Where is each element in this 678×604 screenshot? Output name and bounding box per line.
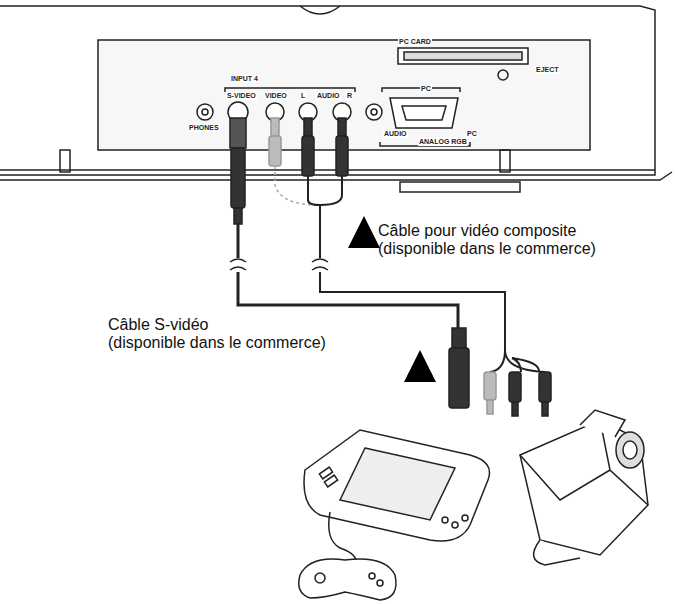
cable-caption: Câble pour vidéo composite (disponible d… [378,222,648,259]
port-label: R [346,92,353,100]
port-label: L [300,92,306,100]
port-label: INPUT 4 [230,75,259,83]
port-label: PC [466,130,478,138]
port-label: AUDIO [383,130,408,138]
port-label: AUDIO [316,92,341,100]
cable-caption: Câble S-vidéo (disponible dans le commer… [108,316,326,353]
port-label: ANALOG RGB [418,138,468,146]
tv-rear [0,6,672,192]
port-label: PC [420,85,432,93]
port-label: PC CARD [398,38,432,46]
port-label: EJECT [535,66,560,74]
cables [230,118,551,416]
port-label: VIDEO [264,92,288,100]
devices [299,410,648,600]
port-label: PHONES [188,124,220,132]
port-label: S-VIDEO [226,92,257,100]
